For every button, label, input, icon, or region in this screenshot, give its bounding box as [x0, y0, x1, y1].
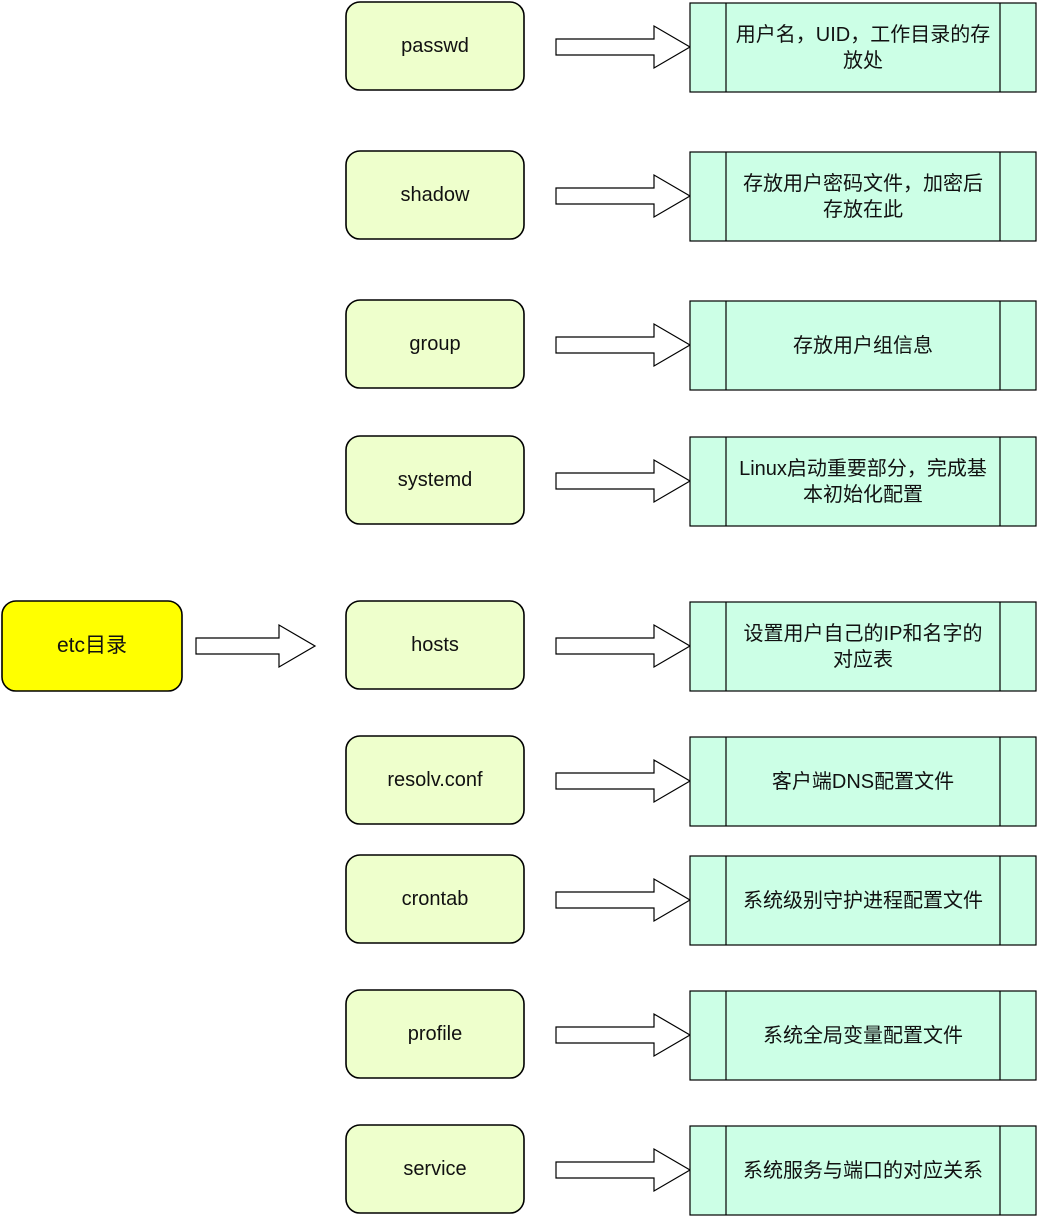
- item-arrow: [555, 1147, 692, 1193]
- desc-node: 客户端DNS配置文件: [726, 737, 1000, 827]
- file-node-box: [345, 989, 525, 1079]
- item-arrow: [555, 322, 692, 368]
- file-node-group: group: [346, 300, 524, 388]
- file-node-box: [345, 735, 525, 825]
- root-arrow: [195, 623, 317, 669]
- desc-node: 存放用户组信息: [726, 301, 1000, 391]
- item-arrow: [555, 458, 692, 504]
- file-node-label: crontab: [401, 888, 469, 910]
- item-arrow: [555, 758, 692, 804]
- desc-node: 设置用户自己的IP和名字的对应表: [726, 602, 1000, 692]
- desc-node-label: 系统级别守护进程配置文件: [743, 890, 983, 912]
- file-node-resolv-conf: resolv.conf: [346, 736, 524, 824]
- desc-box: [689, 151, 1037, 242]
- file-node-systemd: systemd: [346, 436, 524, 524]
- file-node-crontab: crontab: [346, 855, 524, 943]
- desc-node-label: 用户名，UID，工作目录的存放处: [735, 24, 991, 72]
- desc-node-label: 系统全局变量配置文件: [763, 1025, 963, 1047]
- file-node-label: resolv.conf: [387, 769, 483, 791]
- desc-box: [689, 990, 1037, 1081]
- file-node-shadow: shadow: [346, 151, 524, 239]
- file-node-label: shadow: [400, 184, 470, 206]
- item-arrow: [555, 877, 692, 923]
- desc-box: [689, 855, 1037, 946]
- file-node-hosts: hosts: [346, 601, 524, 689]
- desc-box: [689, 601, 1037, 692]
- item-arrow: [555, 24, 692, 70]
- file-node-label: service: [403, 1158, 467, 1180]
- desc-node: 存放用户密码文件，加密后存放在此: [726, 152, 1000, 242]
- root-node-box: [1, 600, 183, 692]
- root-node-etc: etc目录: [2, 601, 182, 691]
- desc-box: [689, 2, 1037, 93]
- file-node-box: [345, 299, 525, 389]
- desc-node-label: 存放用户密码文件，加密后存放在此: [743, 173, 983, 221]
- file-node-box: [345, 600, 525, 690]
- desc-node: 系统全局变量配置文件: [726, 991, 1000, 1081]
- file-node-label: group: [409, 333, 461, 355]
- file-node-profile: profile: [346, 990, 524, 1078]
- desc-node: 用户名，UID，工作目录的存放处: [726, 3, 1000, 93]
- desc-box: [689, 736, 1037, 827]
- root-node-label: etc目录: [56, 634, 127, 657]
- desc-node: Linux启动重要部分，完成基本初始化配置: [726, 437, 1000, 527]
- file-node-box: [345, 435, 525, 525]
- desc-node-label: 设置用户自己的IP和名字的对应表: [743, 623, 983, 671]
- file-node-box: [345, 150, 525, 240]
- desc-node: 系统级别守护进程配置文件: [726, 856, 1000, 946]
- desc-node-label: Linux启动重要部分，完成基本初始化配置: [739, 458, 987, 506]
- desc-node: 系统服务与端口的对应关系: [726, 1126, 1000, 1216]
- file-node-box: [345, 1124, 525, 1214]
- item-arrow: [555, 1012, 692, 1058]
- desc-box: [689, 436, 1037, 527]
- desc-node-label: 系统服务与端口的对应关系: [743, 1160, 983, 1182]
- file-node-label: hosts: [411, 634, 459, 656]
- file-node-box: [345, 854, 525, 944]
- file-node-service: service: [346, 1125, 524, 1213]
- file-node-label: passwd: [401, 35, 469, 57]
- desc-box: [689, 300, 1037, 391]
- desc-node-label: 客户端DNS配置文件: [771, 771, 955, 793]
- item-arrow: [555, 173, 692, 219]
- file-node-label: systemd: [397, 469, 473, 491]
- file-node-label: profile: [407, 1023, 463, 1045]
- desc-node-label: 存放用户组信息: [793, 335, 933, 357]
- file-node-box: [345, 1, 525, 91]
- desc-box: [689, 1125, 1037, 1216]
- item-arrow: [555, 623, 692, 669]
- file-node-passwd: passwd: [346, 2, 524, 90]
